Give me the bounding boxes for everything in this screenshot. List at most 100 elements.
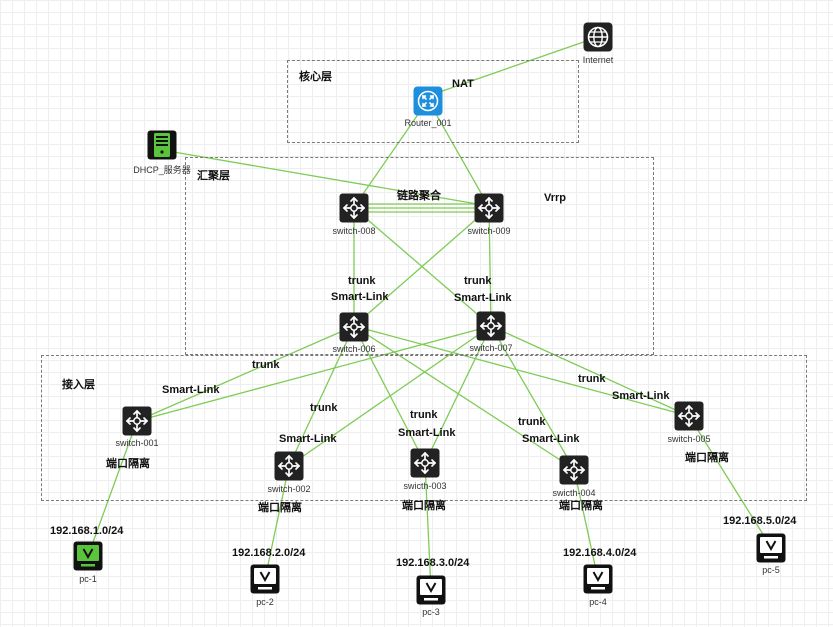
globe-icon bbox=[583, 22, 613, 52]
smartlink-label-switch001: Smart-Link bbox=[162, 384, 220, 396]
pc-2-node[interactable] bbox=[250, 564, 280, 594]
trunk-label-switch005: trunk bbox=[578, 373, 606, 385]
access-layer-zone bbox=[41, 355, 807, 501]
monitor-icon bbox=[250, 564, 280, 594]
core-layer-zone bbox=[287, 60, 579, 143]
link-dhcp-switch009 bbox=[161, 149, 490, 207]
trunk-label-switch001: trunk bbox=[252, 359, 280, 371]
link-aggregation-label: 链路聚合 bbox=[397, 190, 441, 202]
subnet-label-pc3: 192.168.3.0/24 bbox=[396, 557, 470, 569]
router-001-label: Router_001 bbox=[404, 118, 452, 128]
port-isolation-label-switch002: 端口隔离 bbox=[258, 502, 302, 514]
access-layer-label: 接入层 bbox=[62, 379, 95, 391]
link-switch005-pc5 bbox=[688, 415, 772, 548]
link-switch007-switch004 bbox=[490, 325, 575, 470]
smartlink-label-switch006: Smart-Link bbox=[331, 291, 389, 303]
core-layer-label: 核心层 bbox=[299, 71, 332, 83]
switch-008-node[interactable] bbox=[339, 193, 369, 223]
port-isolation-label-switch005: 端口隔离 bbox=[685, 452, 729, 464]
internet-label: Internet bbox=[582, 55, 614, 65]
link-switch002-pc2 bbox=[264, 465, 290, 580]
pc-4-label: pc-4 bbox=[589, 597, 607, 607]
pc-5-node[interactable] bbox=[756, 533, 786, 563]
pc-3-label: pc-3 bbox=[422, 607, 440, 617]
switch-003-node[interactable] bbox=[410, 448, 440, 478]
switch-icon bbox=[339, 193, 369, 223]
router-icon bbox=[413, 86, 443, 116]
smartlink-label-switch004: Smart-Link bbox=[522, 433, 580, 445]
port-isolation-label-switch004: 端口隔离 bbox=[559, 500, 603, 512]
switch-007-label: switch-007 bbox=[469, 343, 513, 353]
port-isolation-label-switch001: 端口隔离 bbox=[106, 458, 150, 470]
switch-icon bbox=[274, 451, 304, 481]
switch-001-node[interactable] bbox=[122, 406, 152, 436]
subnet-label-pc1: 192.168.1.0/24 bbox=[50, 525, 124, 537]
link-switch008-switch007 bbox=[353, 207, 492, 327]
link-switch006-switch003 bbox=[353, 325, 426, 464]
smartlink-label-switch007: Smart-Link bbox=[454, 292, 512, 304]
link-switch003-pc3 bbox=[424, 462, 432, 591]
trunk-label-switch004: trunk bbox=[518, 416, 546, 428]
switch-icon bbox=[559, 455, 589, 485]
switch-006-node[interactable] bbox=[339, 312, 369, 342]
link-switch009-switch006 bbox=[353, 207, 490, 327]
link-switch007-switch005 bbox=[490, 325, 690, 417]
link-switch009-switch007 bbox=[488, 207, 492, 327]
trunk-label-switch007: trunk bbox=[464, 275, 492, 287]
trunk-label-switch003: trunk bbox=[410, 409, 438, 421]
trunk-label-switch006: trunk bbox=[348, 275, 376, 287]
port-isolation-label-switch003: 端口隔离 bbox=[402, 500, 446, 512]
subnet-label-pc4: 192.168.4.0/24 bbox=[563, 547, 637, 559]
internet-node[interactable] bbox=[583, 22, 613, 52]
pc-4-node[interactable] bbox=[583, 564, 613, 594]
switch-icon bbox=[339, 312, 369, 342]
link-router-internet bbox=[427, 36, 599, 97]
link-switch006-switch001 bbox=[136, 325, 355, 422]
link-switch007-switch001 bbox=[136, 325, 492, 422]
monitor-icon bbox=[756, 533, 786, 563]
link-switch006-switch004 bbox=[353, 325, 575, 470]
monitor-icon bbox=[583, 564, 613, 594]
link-switch007-switch002 bbox=[288, 325, 492, 467]
pc-2-label: pc-2 bbox=[256, 597, 274, 607]
switch-003-label: swicth-003 bbox=[403, 481, 447, 491]
switch-icon bbox=[122, 406, 152, 436]
switch-icon bbox=[474, 193, 504, 223]
switch-icon bbox=[476, 311, 506, 341]
switch-005-node[interactable] bbox=[674, 401, 704, 431]
link-switch007-switch003 bbox=[424, 325, 492, 464]
trunk-label-switch002: trunk bbox=[310, 402, 338, 414]
vrrp-label: Vrrp bbox=[544, 192, 567, 204]
switch-004-node[interactable] bbox=[559, 455, 589, 485]
switch-007-node[interactable] bbox=[476, 311, 506, 341]
switch-009-label: switch-009 bbox=[467, 226, 511, 236]
smartlink-label-switch003: Smart-Link bbox=[398, 427, 456, 439]
pc-1-node[interactable] bbox=[73, 541, 103, 571]
pc-5-label: pc-5 bbox=[762, 565, 780, 575]
server-icon bbox=[147, 130, 177, 160]
smartlink-label-switch005: Smart-Link bbox=[612, 390, 670, 402]
switch-002-node[interactable] bbox=[274, 451, 304, 481]
subnet-label-pc2: 192.168.2.0/24 bbox=[232, 547, 306, 559]
router-001-node[interactable] bbox=[413, 86, 443, 116]
monitor-icon bbox=[73, 541, 103, 571]
pc-3-node[interactable] bbox=[416, 575, 446, 605]
aggregation-layer-label: 汇聚层 bbox=[197, 170, 230, 182]
monitor-icon bbox=[416, 575, 446, 605]
switch-006-label: switch-006 bbox=[332, 344, 376, 354]
switch-002-label: switch-002 bbox=[267, 484, 311, 494]
switch-005-label: switch-005 bbox=[667, 434, 711, 444]
switch-008-label: switch-008 bbox=[332, 226, 376, 236]
dhcp-server-node[interactable] bbox=[147, 130, 177, 160]
switch-icon bbox=[674, 401, 704, 431]
smartlink-label-switch002: Smart-Link bbox=[279, 433, 337, 445]
switch-001-label: switch-001 bbox=[115, 438, 159, 448]
link-switch006-switch002 bbox=[288, 325, 355, 467]
pc-1-label: pc-1 bbox=[79, 574, 97, 584]
link-switch001-pc1 bbox=[87, 420, 138, 557]
dhcp-server-label: DHCP_服务器 bbox=[133, 165, 191, 175]
switch-009-node[interactable] bbox=[474, 193, 504, 223]
link-router-switch009 bbox=[427, 99, 490, 208]
